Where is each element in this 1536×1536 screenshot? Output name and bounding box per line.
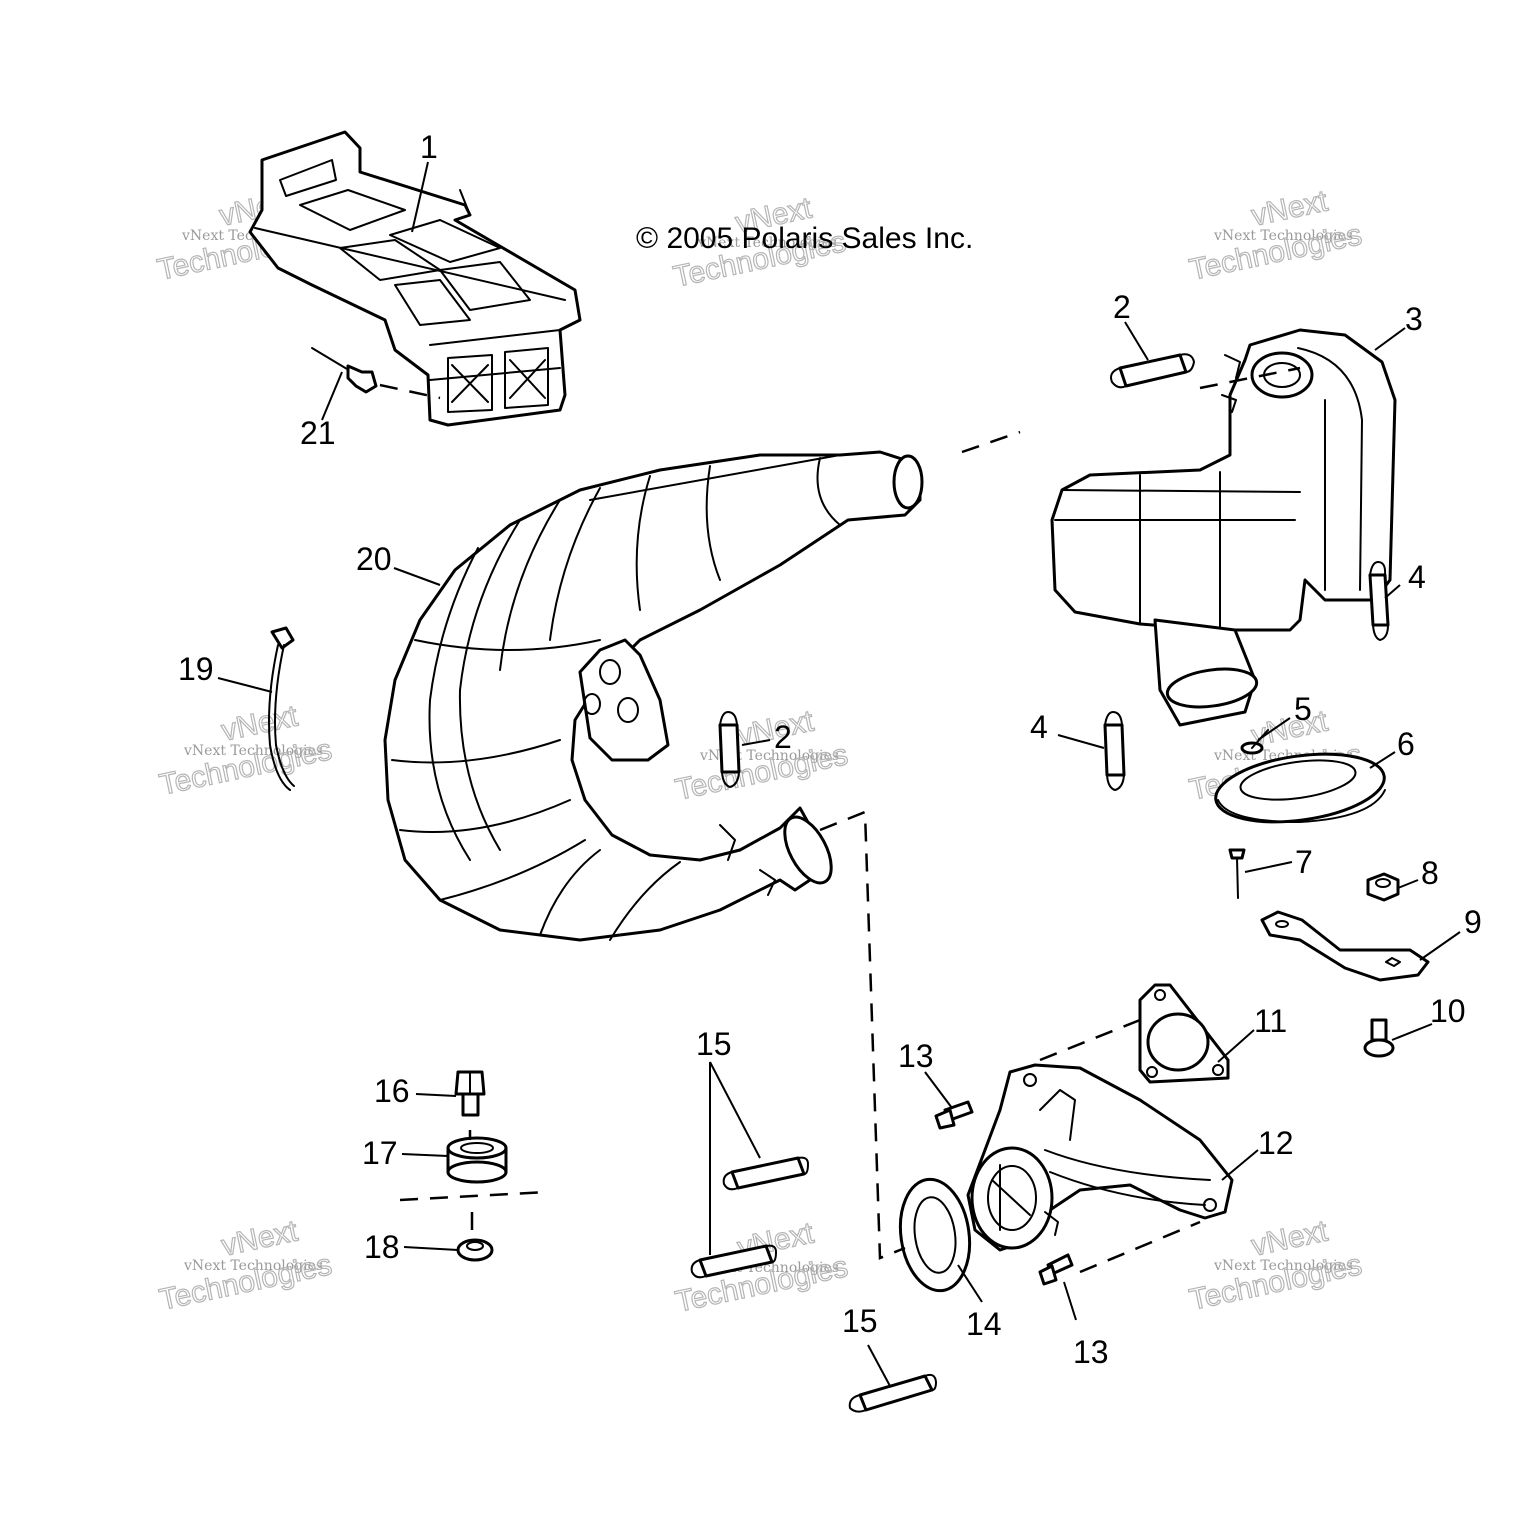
manifold-guide-line (1079, 1220, 1201, 1274)
pipe-manifold-guide-line (819, 810, 906, 1260)
part-7-pin (1228, 848, 1246, 899)
part-13-bolt-upper (934, 1100, 974, 1130)
callout-14: 14 (966, 1306, 1002, 1342)
part-11-flange-gasket (1138, 983, 1230, 1084)
callout-11: 11 (1254, 1003, 1287, 1039)
bushing-guide-line (399, 1190, 549, 1202)
part-18-flange-nut (456, 1238, 494, 1262)
part-19-ground-strap (268, 626, 295, 791)
watermark-bottom-center: vNext vNext Technologies Technologies (672, 1216, 851, 1320)
part-6-gasket-ring (1214, 752, 1386, 824)
part-21-rivet (311, 347, 441, 400)
watermark-top-right: vNext vNext Technologies Technologies (1186, 184, 1365, 288)
callout-4-left: 4 (1030, 709, 1048, 745)
callout-1: 1 (420, 129, 438, 165)
watermark-small: vNext Technologies (1213, 228, 1353, 244)
part-15-spring-lower (690, 1244, 777, 1279)
part-4-spring-left (1103, 711, 1126, 791)
callout-16: 16 (374, 1073, 410, 1109)
watermark-top-center: vNext vNext Technologies Technologies (670, 191, 849, 295)
callout-13-upper: 13 (898, 1038, 934, 1074)
spring-guide-line (1199, 366, 1301, 390)
leader-lines (217, 161, 1461, 1387)
watermark-mid-left: vNext vNext Technologies Technologies (156, 699, 335, 803)
part-12-exhaust-manifold (966, 1063, 1234, 1252)
callout-12: 12 (1258, 1125, 1294, 1161)
watermark-bottom-right: vNext vNext Technologies Technologies (1186, 1214, 1365, 1318)
callout-17: 17 (362, 1135, 398, 1171)
part-13-bolt-lower (1038, 1253, 1074, 1286)
watermark-small: vNext Technologies (183, 743, 323, 759)
callout-19: 19 (178, 651, 214, 687)
callout-3: 3 (1405, 301, 1423, 337)
part-17-bushing (446, 1136, 508, 1184)
callout-8: 8 (1421, 855, 1439, 891)
callout-7: 7 (1295, 844, 1313, 880)
callout-20: 20 (356, 541, 392, 577)
part-16-bolt (454, 1070, 486, 1117)
callout-2-middle: 2 (774, 719, 792, 755)
callout-9: 9 (1464, 904, 1482, 940)
watermark-bottom-left: vNext vNext Technologies Technologies (156, 1214, 335, 1318)
part-1-mounting-bracket (248, 130, 582, 427)
part-15-spring-upper (722, 1156, 809, 1191)
part-9-strap (1260, 910, 1430, 982)
flange-guide-line (1039, 1018, 1141, 1062)
part-20-expansion-pipe (383, 450, 924, 942)
callouts: 1 2 3 2 4 4 5 6 7 8 9 10 11 12 13 13 14 … (178, 129, 1482, 1370)
callout-6: 6 (1397, 726, 1415, 762)
callout-10: 10 (1430, 993, 1466, 1029)
watermark-small: vNext Technologies (1213, 1258, 1353, 1274)
part-14-seal-ring (898, 1177, 972, 1293)
callout-13-lower: 13 (1073, 1334, 1109, 1370)
bushing-vertical-guide (468, 1130, 474, 1232)
part-8-nut (1366, 872, 1400, 902)
pipe-muffler-guide-line (961, 430, 1021, 454)
part-10-bolt (1363, 1018, 1395, 1058)
callout-18: 18 (364, 1229, 400, 1265)
callout-15-lower: 15 (842, 1303, 878, 1339)
watermark-small: vNext Technologies (183, 1258, 323, 1274)
part-15-spring-bottom (848, 1373, 937, 1413)
callout-21: 21 (300, 415, 336, 451)
part-3-muffler (1050, 328, 1397, 727)
copyright-text: © 2005 Polaris Sales Inc. (636, 222, 973, 255)
callout-4-right: 4 (1408, 559, 1426, 595)
watermark-small: vNext Technologies (697, 235, 837, 251)
part-2-spring-upper (1110, 353, 1195, 389)
callout-5: 5 (1294, 691, 1312, 727)
callout-2-top: 2 (1113, 289, 1131, 325)
callout-15-upper: 15 (696, 1026, 732, 1062)
part-4-spring-right (1368, 561, 1390, 641)
part-2-spring-middle (718, 711, 741, 788)
watermark-mid-center: vNext vNext Technologies Technologies (672, 704, 851, 808)
